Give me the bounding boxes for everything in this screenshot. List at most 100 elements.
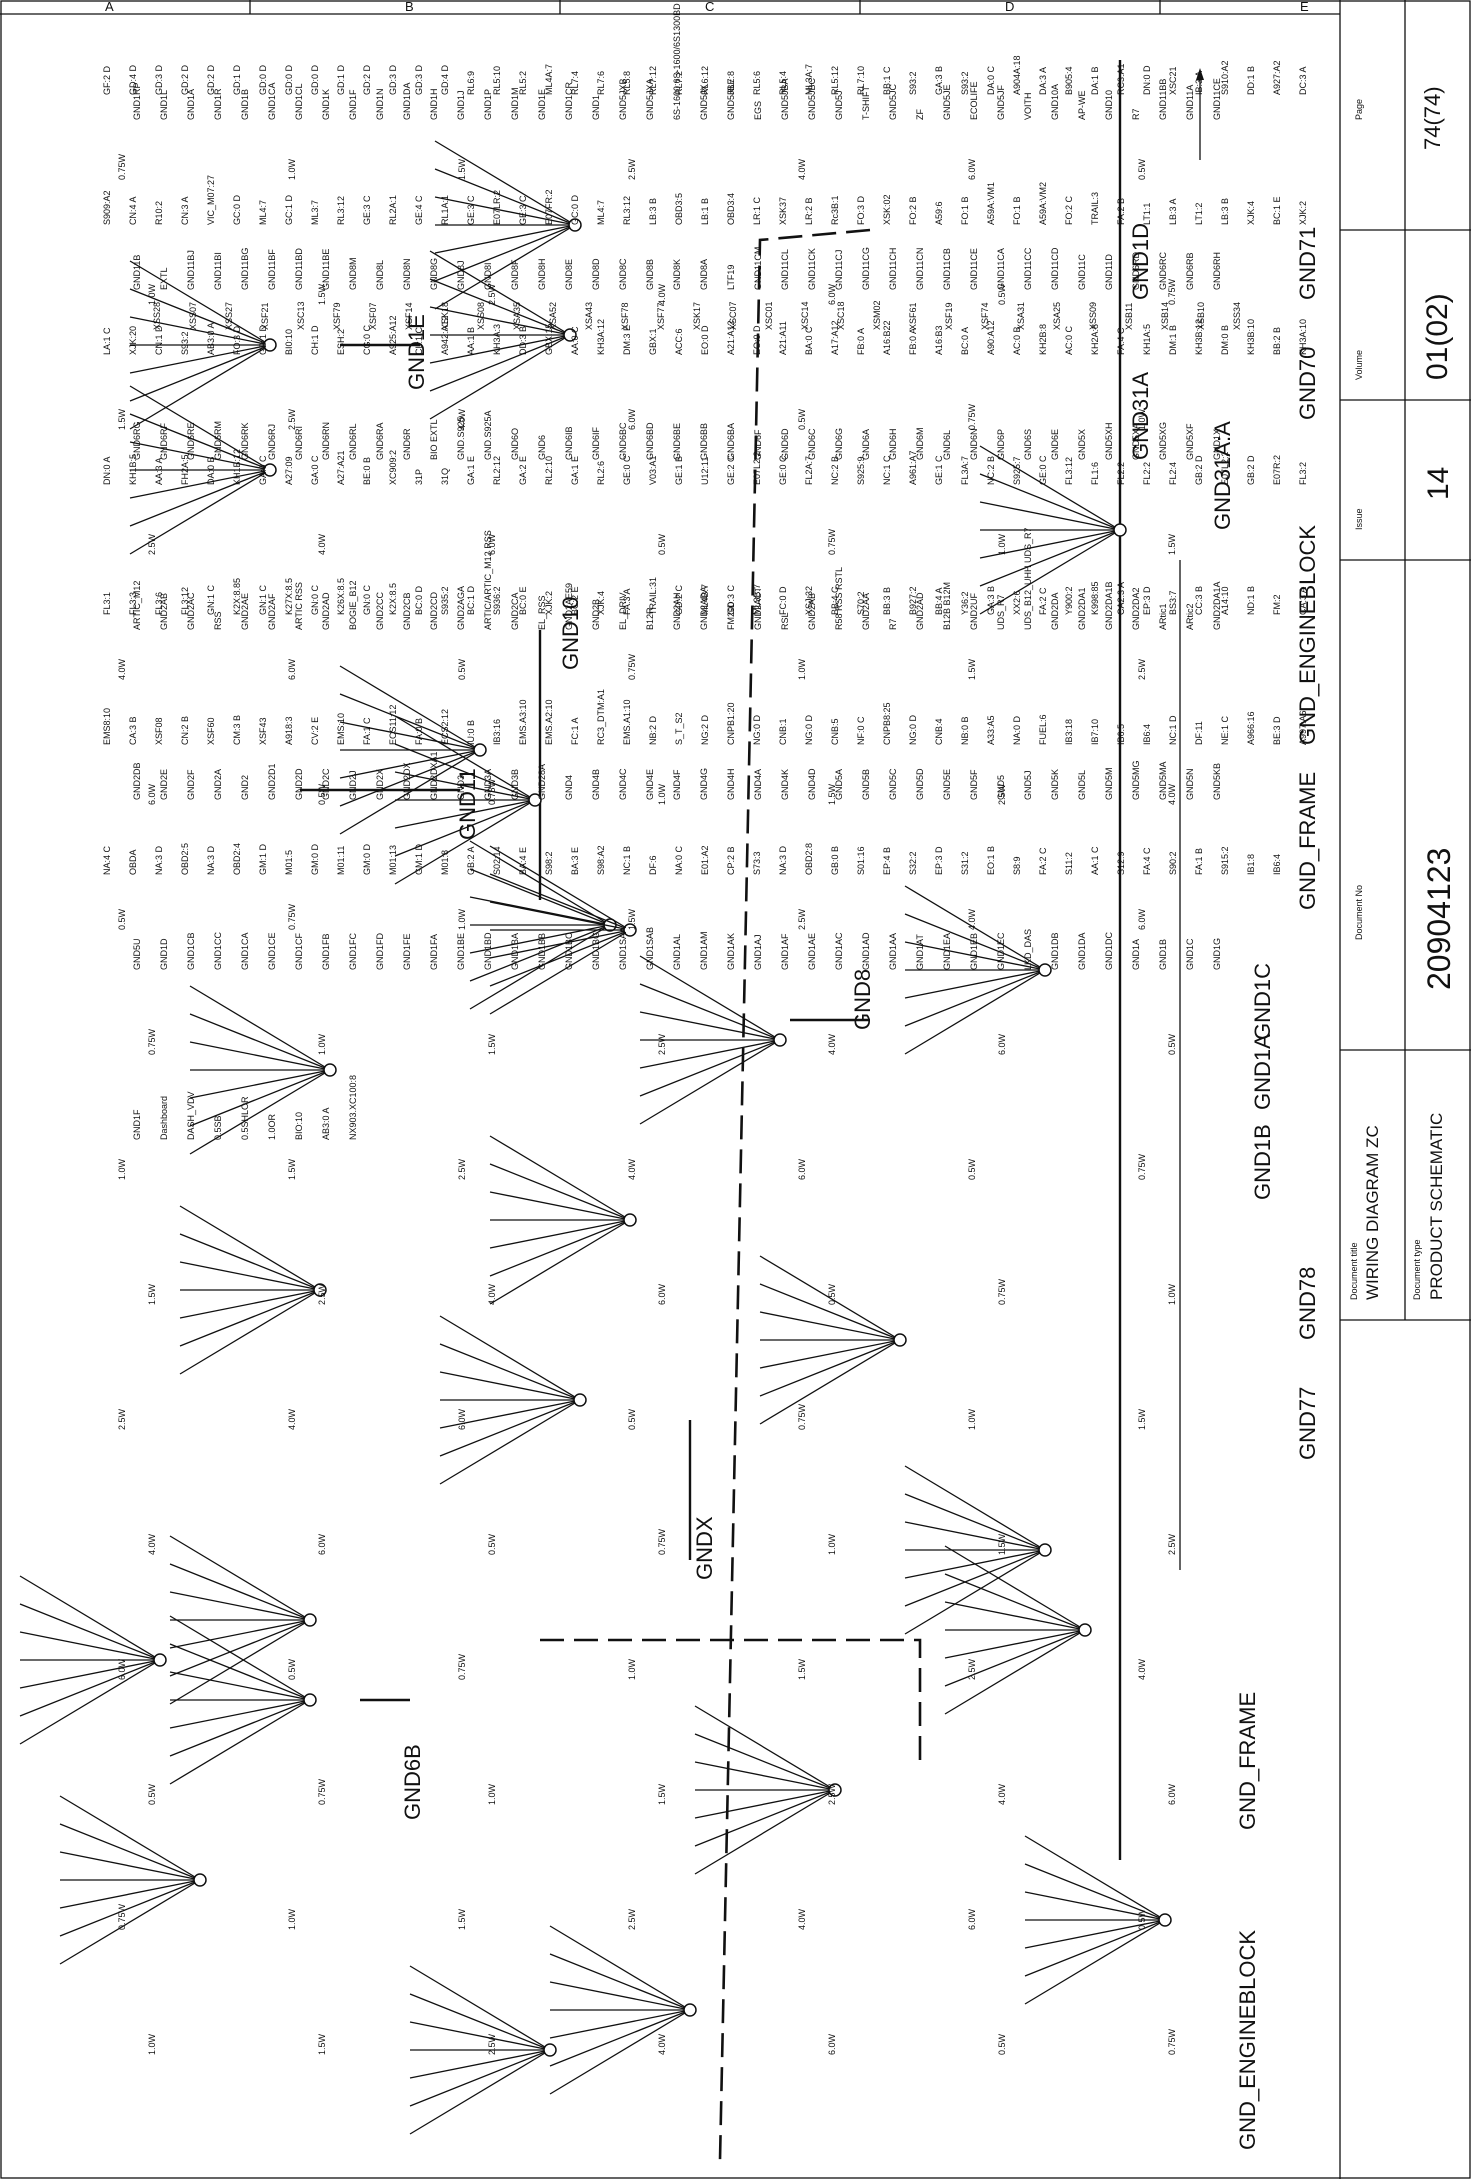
wire-label: GND1CA <box>267 82 277 120</box>
wire-label: GND6L <box>942 430 952 460</box>
connector-label: XSS08 <box>476 302 486 330</box>
wire-label: GND1SAA <box>618 927 628 970</box>
wire-label: AP-WE <box>1077 90 1087 120</box>
cross-ref-label: FL3:3 <box>128 592 138 615</box>
cross-ref-label: ECS11:12 <box>388 705 398 745</box>
connector-label: XSS07 <box>188 302 198 330</box>
junction-symbol <box>263 338 277 352</box>
cross-ref-label: DN:0 D <box>1142 65 1152 95</box>
wire-size-label: 1.5W <box>117 408 127 430</box>
wire-size-label: 2.5W <box>827 1783 837 1805</box>
wire-label: GND6IB <box>564 426 574 460</box>
wire-label: FM200 <box>726 602 736 630</box>
wire-label: GND2UF <box>969 592 979 630</box>
cross-ref-label: IB6:4 <box>1142 724 1152 745</box>
cross-ref-label: RC3_DTM:A1 <box>596 689 606 745</box>
wire-size-label: 4.0W <box>1137 1658 1147 1680</box>
wire-label: GND6RI <box>294 426 304 460</box>
wire-size-label: 6.0W <box>457 1408 467 1430</box>
wire-label: GND2 <box>240 775 250 800</box>
wire-label: GND8N <box>402 258 412 290</box>
wire-branch <box>439 1399 581 1457</box>
ground-label: GND11 <box>455 768 480 840</box>
cross-ref-label: BB:4 A <box>934 587 944 615</box>
cross-ref-label: A21:A11 <box>778 321 788 355</box>
wire-branch <box>129 344 271 402</box>
wire-label: GND5JXA <box>645 78 655 120</box>
cross-ref-label: NA:0 C <box>674 845 684 875</box>
bus-lines <box>300 60 1204 2161</box>
wire-branch <box>409 2049 551 2135</box>
wire-size-label: 0.5W <box>457 658 467 680</box>
wire-label: GND5JE <box>942 84 952 120</box>
ground-label: GND1D <box>1128 223 1153 300</box>
wire-label: GND5X <box>1077 429 1087 460</box>
cross-ref-label: E07L2:2 <box>1220 451 1230 485</box>
cross-ref-label: TRAIL:31 <box>648 577 658 615</box>
wire-size-label: 1.5W <box>827 783 837 805</box>
wire-label: GND8G <box>429 258 439 290</box>
wire-branch <box>694 1789 836 1819</box>
wire-size-label: 4.0W <box>1167 783 1177 805</box>
wire-size-label: 2.5W <box>627 158 637 180</box>
cross-ref-label: BC:0 A <box>960 327 970 355</box>
wire-size-label: 1.5W <box>967 658 977 680</box>
cross-ref-label: S936:2 <box>492 586 502 615</box>
cross-ref-label: GB:2 D <box>1246 455 1256 485</box>
wire-size-label: 0.5W <box>117 908 127 930</box>
cross-ref-label: ML3B:7 <box>752 584 762 615</box>
wire-branch <box>759 1339 901 1397</box>
cross-ref-label: GD:4 D <box>128 64 138 95</box>
wire-label: GND5MA <box>1158 761 1168 800</box>
cross-ref-label: A14:10 <box>1220 586 1230 615</box>
wire-label: GND4F <box>672 769 682 800</box>
wire-branch <box>409 2021 551 2051</box>
wire-label: GND1AC <box>834 932 844 970</box>
cross-ref-label: ML4B:7 <box>700 584 710 615</box>
wire-label: VOITH <box>1023 92 1033 120</box>
wire-size-label: 6.0W <box>1167 1783 1177 1805</box>
cross-ref-label: EMS:10 <box>336 713 346 745</box>
cross-ref-label: RL2A:1 <box>388 195 398 225</box>
wire-branch <box>394 771 536 801</box>
wire-size-label: 2.5W <box>1167 1533 1177 1555</box>
wire-label: GND6RC <box>1158 251 1168 290</box>
wire-label: GND2DA2 <box>1131 587 1141 630</box>
cross-ref-label: E07R:2 <box>1272 455 1282 485</box>
cross-ref-label: NA:3 D <box>154 845 164 875</box>
wire-label: GND1B <box>240 89 250 120</box>
wire-branch <box>489 929 631 987</box>
cross-ref-label: GE:3 C <box>466 195 476 225</box>
cross-ref-label: XSJ:32 <box>804 586 814 615</box>
wire-branch <box>169 1699 311 1785</box>
wire-size-label: 2.5W <box>797 908 807 930</box>
wire-branch <box>549 2009 691 2067</box>
wire-label: GND1FE <box>402 933 412 970</box>
cross-ref-label: 31P <box>414 469 424 485</box>
cross-ref-label: S70:2 <box>856 591 866 615</box>
wire-branch <box>759 1311 901 1341</box>
cross-ref-label: NE:1 C <box>1220 715 1230 745</box>
wire-label: R7 <box>1131 108 1141 120</box>
cross-ref-label: CN:4 A <box>128 196 138 225</box>
wire-label: GND1M <box>510 87 520 120</box>
cross-ref-label: KH3B:10 <box>1246 319 1256 355</box>
wire-label: GND2A <box>213 769 223 800</box>
wire-label: GND1CE <box>267 932 277 970</box>
wire-label: ARTIC RSS <box>294 582 304 630</box>
cross-ref-label: IB:3 A <box>1194 71 1204 95</box>
cross-ref-label: CNB:1 <box>778 718 788 745</box>
wire-label: GND10A <box>1050 84 1060 120</box>
cross-ref-label: DD:3 B <box>518 326 528 355</box>
cross-ref-label: FA:2 C <box>1038 847 1048 875</box>
wire-label: GND5JBE <box>726 78 736 120</box>
wire-label: GND6BA <box>726 423 736 460</box>
cross-ref-label: EP:3 D <box>934 846 944 875</box>
wire-label: AB3:0 A <box>321 1107 331 1140</box>
cross-ref-label: GM:1 D <box>258 843 268 875</box>
cross-ref-label: GE:4 C <box>414 195 424 225</box>
cross-ref-label: K2X:8.85 <box>232 578 242 615</box>
wire-size-label: 6.0W <box>147 783 157 805</box>
wire-label: GND4H <box>726 768 736 800</box>
cross-ref-label: B905:4 <box>1064 66 1074 95</box>
